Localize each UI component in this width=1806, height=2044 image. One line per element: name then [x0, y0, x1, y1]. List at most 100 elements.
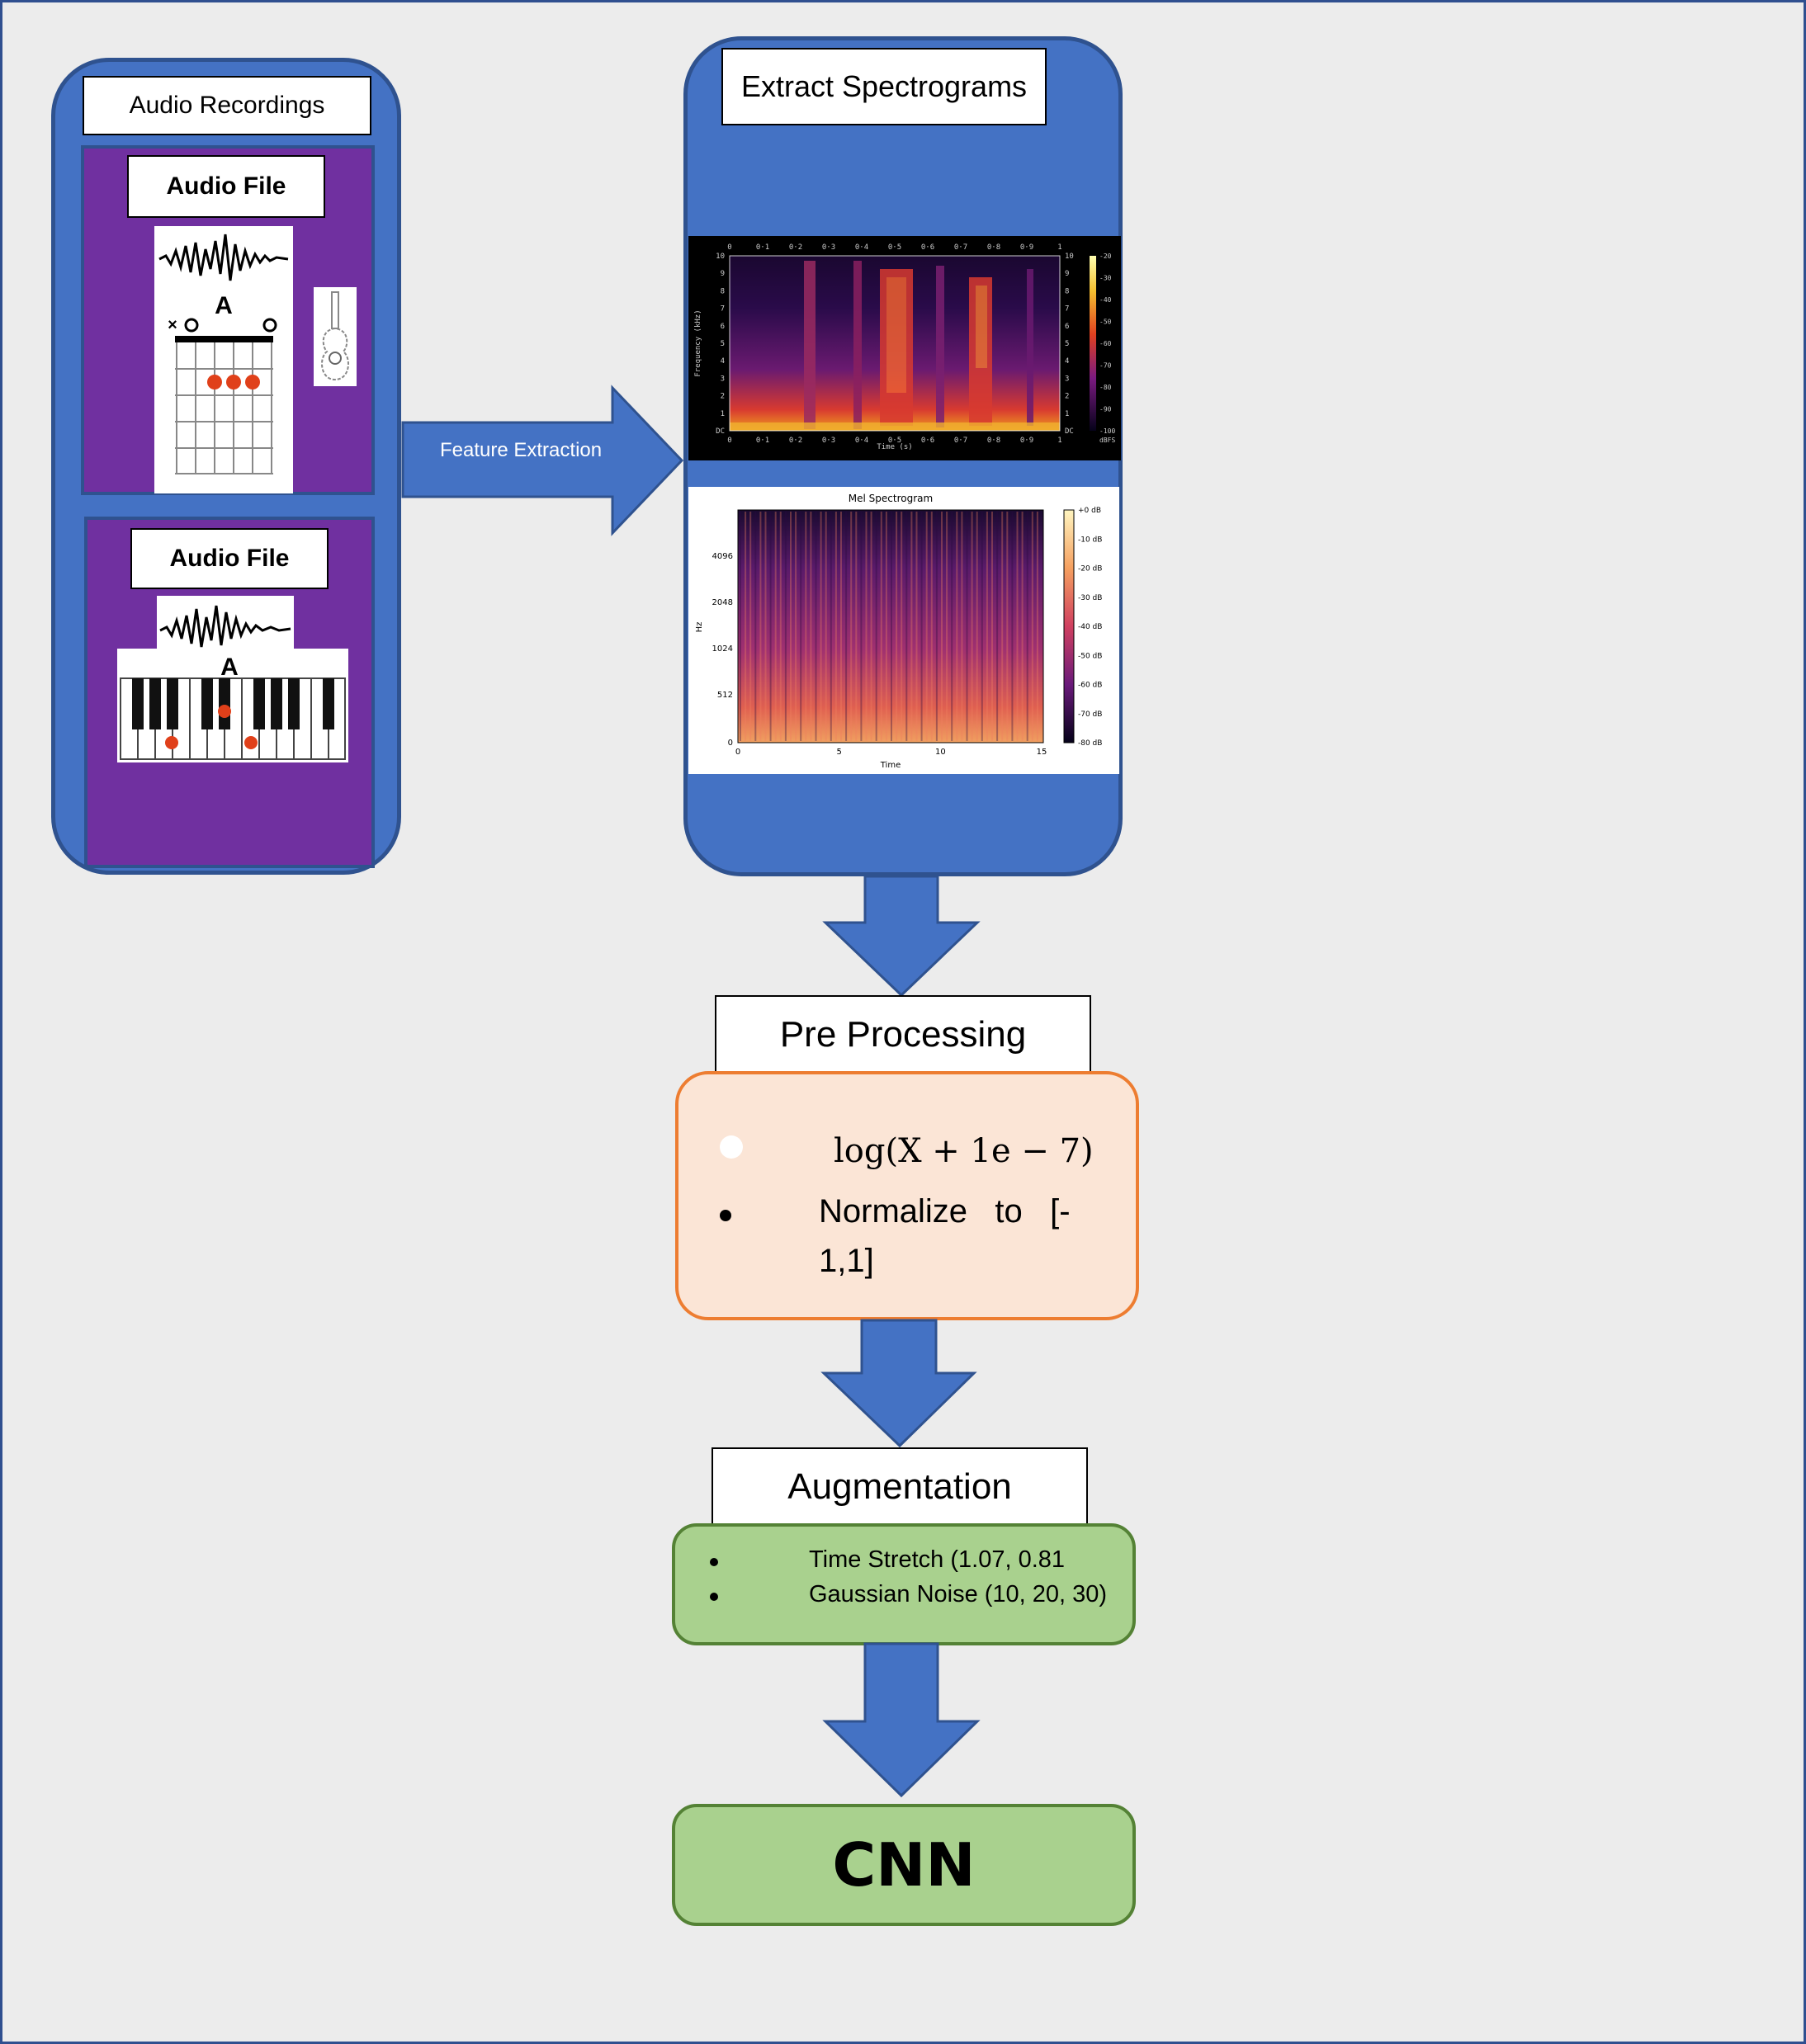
mel-y-axis-label: Hz — [695, 622, 704, 633]
preprocessing-title: Pre Processing — [715, 995, 1091, 1074]
mel-texture-stripe — [896, 512, 898, 741]
spec1-x-tick-top: 0·8 — [987, 243, 1000, 252]
piano-audio-file-label: Audio File — [130, 528, 329, 589]
spec1-x-tick: 0·4 — [855, 437, 868, 445]
spec1-x-tick: 0·2 — [789, 437, 802, 445]
mel-x-tick: 15 — [1037, 748, 1047, 757]
mel-texture-stripe — [976, 512, 978, 741]
mel-texture-stripe — [880, 512, 882, 741]
mel-texture-stripe — [996, 512, 999, 741]
spec1-colorbar-tick: -20 — [1099, 253, 1112, 260]
mel-texture-stripe — [905, 512, 908, 741]
mel-texture-stripe — [1001, 512, 1004, 741]
mel-texture-stripe — [891, 512, 892, 741]
cnn-label: CNN — [832, 1830, 976, 1900]
spec1-y-tick-right: 5 — [1065, 340, 1069, 348]
mel-colorbar-tick: +0 dB — [1078, 507, 1101, 515]
mel-colorbar-tick: -10 dB — [1078, 536, 1102, 544]
mel-texture-stripe — [875, 512, 877, 741]
mel-texture-stripe — [805, 512, 807, 741]
preprocessing-bullet-2 — [720, 1210, 731, 1221]
spec1-y-axis-label: Frequency (kHz) — [694, 309, 702, 376]
mel-y-tick: 4096 — [712, 552, 733, 561]
spec1-x-tick: 0·7 — [954, 437, 967, 445]
mel-texture-stripe — [1036, 512, 1038, 741]
spec1-y-tick-right: 9 — [1065, 270, 1069, 278]
mel-texture-stripe — [991, 512, 993, 741]
mel-texture-stripe — [915, 512, 918, 741]
mel-texture-stripe — [961, 512, 963, 741]
spec1-colorbar-unit: dBFS — [1099, 437, 1115, 444]
mel-texture-stripe — [935, 512, 938, 741]
mel-texture-stripe — [845, 512, 848, 741]
mel-colorbar-tick: -50 dB — [1078, 652, 1102, 660]
mel-texture-stripe — [795, 512, 797, 741]
mel-texture-stripe — [815, 512, 817, 741]
mel-texture-stripe — [790, 512, 792, 741]
spec1-colorbar-tick: -60 — [1099, 340, 1112, 347]
mel-texture-stripe — [860, 512, 863, 741]
mel-texture-stripe — [946, 512, 948, 741]
spec1-x-tick-top: 0·5 — [888, 243, 901, 252]
spec1-x-tick: 0·1 — [756, 437, 769, 445]
spec1-colorbar-tick: -40 — [1099, 296, 1112, 304]
spec1-y-tick: 6 — [721, 323, 725, 331]
mel-texture-stripe — [834, 512, 837, 741]
spec1-y-tick-right: 10 — [1065, 253, 1074, 261]
spec1-x-tick: 1 — [1057, 437, 1061, 445]
mel-texture-stripe — [740, 512, 741, 741]
spec1-x-tick-top: 0·3 — [822, 243, 835, 252]
mel-texture-stripe — [774, 512, 777, 741]
mel-texture-stripe — [800, 512, 802, 741]
spec1-x-tick: 0·3 — [822, 437, 835, 445]
down-arrow-1 — [822, 875, 981, 998]
mel-texture-stripe — [764, 512, 767, 741]
mel-x-tick: 10 — [935, 748, 946, 757]
spec1-colorbar-tick: -70 — [1099, 362, 1112, 370]
augmentation-bullet-2 — [710, 1593, 718, 1601]
mel-texture-stripe — [986, 512, 988, 741]
spec1-x-tick: 0·6 — [921, 437, 934, 445]
mel-texture-stripe — [769, 512, 772, 741]
mel-texture-stripe — [966, 512, 968, 741]
mel-texture-stripe — [855, 512, 858, 741]
cnn-box: CNN — [672, 1804, 1136, 1926]
spec1-y-tick-right: 2 — [1065, 393, 1069, 401]
spec1-x-axis-label: Time (s) — [877, 443, 912, 451]
mel-colorbar-tick: -20 dB — [1078, 565, 1102, 574]
mel-texture-stripe — [1006, 512, 1009, 741]
spec1-y-tick: 8 — [721, 287, 725, 295]
spec1-x-tick-top: 0·6 — [921, 243, 934, 252]
mel-texture-stripe — [910, 512, 913, 741]
spec1-y-tick-right: 1 — [1065, 410, 1069, 418]
guitar-audio-file-label: Audio File — [127, 155, 325, 218]
preprocessing-normalize-line1: Normalize to [- — [819, 1193, 1071, 1230]
mel-texture-stripe — [810, 512, 812, 741]
augmentation-bullet-1 — [710, 1558, 718, 1566]
spec1-y-tick: 7 — [721, 305, 725, 314]
spec1-x-tick: 0·5 — [888, 437, 901, 445]
mel-texture-stripe — [840, 512, 842, 741]
mel-y-tick: 2048 — [712, 598, 733, 607]
mel-x-tick: 5 — [836, 748, 841, 757]
spec1-y-tick-right: 6 — [1065, 323, 1069, 331]
mel-texture-stripe — [885, 512, 887, 741]
mel-texture-stripe — [820, 512, 822, 741]
spec1-y-tick: 4 — [721, 357, 725, 366]
spec1-colorbar-tick: -90 — [1099, 406, 1112, 413]
feature-extraction-label: Feature Extraction — [440, 439, 603, 461]
preprocessing-bullet-hollow — [720, 1135, 743, 1159]
augmentation-item-1: Time Stretch (1.07, 0.81 — [809, 1546, 1066, 1573]
preprocessing-normalize-line2: 1,1] — [819, 1243, 874, 1279]
guitar-chord-letter: A — [215, 292, 233, 319]
svg-text:×: × — [168, 316, 177, 334]
mel-colorbar-tick: -30 dB — [1078, 594, 1102, 602]
mel-texture-stripe — [920, 512, 923, 741]
spec1-x-tick: 0·9 — [1020, 437, 1033, 445]
mel-texture-stripe — [779, 512, 782, 741]
mel-colorbar-tick: -60 dB — [1078, 682, 1102, 690]
spec1-y-tick-right: 7 — [1065, 305, 1069, 314]
spec1-y-tick-right: 3 — [1065, 375, 1069, 383]
